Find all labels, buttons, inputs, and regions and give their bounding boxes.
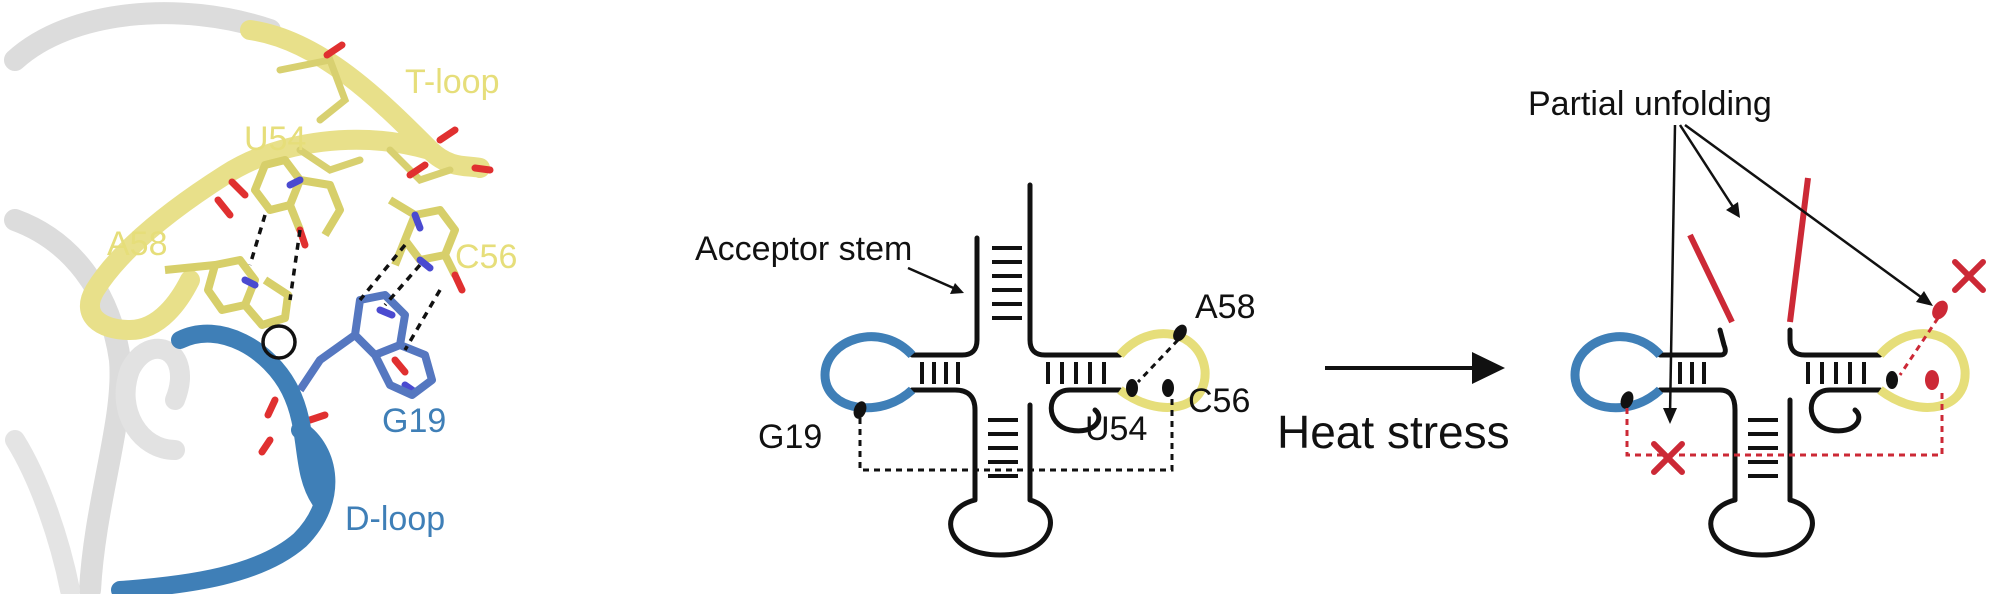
g19-base-sticks — [296, 291, 436, 399]
panel-trna-schematic: Acceptor stem A58 C56 U54 G19 — [695, 182, 1256, 558]
a58-label-3d: A58 — [107, 225, 168, 263]
disruption-mark-tl — [1952, 259, 1986, 293]
trna-outline — [909, 182, 1123, 558]
heat-stress-arrowhead — [1472, 352, 1505, 384]
unfolded-a58-dot — [1932, 300, 1948, 320]
a58-u54-interaction — [1136, 338, 1180, 384]
unfolded-g19-dot — [1620, 391, 1634, 409]
gray-backbone-loop — [115, 338, 190, 460]
acceptor-stem-arrowhead — [950, 283, 964, 294]
gray-backbone-upper — [4, 2, 281, 71]
acceptor-stem-pairs — [992, 246, 1022, 320]
unfolded-outline — [1657, 327, 1883, 558]
anticodon-stem-pairs — [988, 418, 1018, 478]
gray-backbone-lower — [5, 430, 80, 599]
heat-stress-transition: Heat stress — [1277, 352, 1510, 458]
circled-atom — [261, 324, 297, 360]
u54-label-3d: U54 — [244, 120, 306, 158]
t-loop-arc — [1116, 329, 1210, 412]
hydrogen-bonds-3d — [248, 214, 442, 351]
u54-label-schematic: U54 — [1085, 410, 1147, 448]
acceptor-stem-label: Acceptor stem — [695, 230, 912, 268]
t-stem-pairs — [1046, 362, 1106, 384]
melted-strand-right — [1787, 177, 1811, 323]
g19-c56-interaction — [858, 398, 1174, 472]
d-stem-pairs — [920, 362, 960, 384]
c56-base-sticks — [387, 196, 459, 277]
d-loop-label: D-loop — [345, 500, 445, 538]
panel-3d-structure: T-loop U54 A58 C56 G19 D-loop — [4, 2, 517, 599]
c56-dot — [1162, 379, 1174, 397]
t-loop-label: T-loop — [405, 63, 500, 101]
a58-base-sticks — [164, 256, 292, 329]
unfolded-u54-dot — [1886, 371, 1898, 389]
nitrogen-atoms — [241, 176, 434, 396]
unfolded-d-loop — [1570, 332, 1664, 413]
partial-unfolding-arrows — [1668, 123, 1926, 416]
acceptor-stem-arrow — [907, 266, 959, 292]
d-loop-arc — [820, 332, 916, 413]
broken-g19-c56-interaction — [1625, 392, 1944, 457]
panel-unfolded: Partial unfolding — [1528, 85, 1986, 558]
a58-label-schematic: A58 — [1195, 288, 1256, 326]
g19-label-3d: G19 — [382, 402, 446, 440]
g19-label-schematic: G19 — [758, 418, 822, 456]
heat-stress-label: Heat stress — [1277, 406, 1510, 458]
u54-base-sticks — [251, 156, 344, 238]
c56-label-3d: C56 — [455, 238, 517, 276]
t-loop-stick-upper — [276, 55, 454, 185]
a58-dot — [1173, 324, 1187, 342]
melted-strand-left — [1687, 233, 1735, 324]
unfolded-t-loop — [1876, 329, 1970, 412]
c56-label-schematic: C56 — [1188, 382, 1250, 420]
broken-a58-u54-interaction — [1898, 317, 1940, 376]
gray-backbone-left — [4, 209, 132, 599]
disruption-mark-bottom — [1651, 441, 1685, 475]
t-loop-tube — [80, 20, 490, 341]
g19-dot — [853, 401, 867, 419]
u54-dot — [1126, 379, 1138, 397]
unfolded-pairs — [1678, 362, 1866, 478]
partial-unfolding-label: Partial unfolding — [1528, 85, 1772, 123]
partial-unfolding-arrowheads — [1663, 202, 1933, 424]
d-loop-tube — [111, 324, 336, 599]
unfolded-c56-dot — [1925, 370, 1939, 390]
